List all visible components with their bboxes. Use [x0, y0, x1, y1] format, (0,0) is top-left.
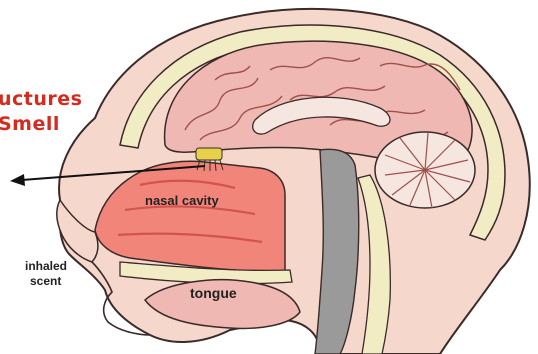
title-line-1: uctures: [0, 88, 82, 110]
nasal-cavity-label: nasal cavity: [145, 193, 219, 208]
title-line-2: Smell: [0, 113, 60, 135]
inhaled-label: inhaled: [25, 259, 67, 273]
scent-label: scent: [30, 274, 61, 288]
cerebellum: [375, 132, 475, 208]
tongue-label: tongue: [190, 285, 237, 301]
